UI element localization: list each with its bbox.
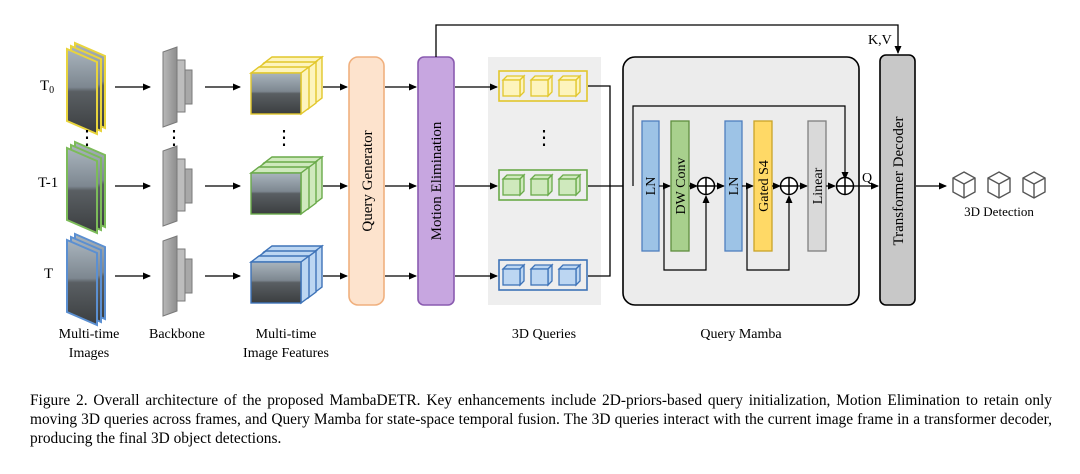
image-features-label: Multi-time bbox=[256, 327, 317, 342]
gated-s4-label: Gated S4 bbox=[757, 160, 772, 212]
ln-label: LN bbox=[644, 177, 659, 196]
frame-label-t0: T0 bbox=[40, 78, 54, 96]
image-stack-icon bbox=[66, 232, 106, 327]
queries-3d-label: 3D Queries bbox=[512, 327, 576, 342]
detection-cube-icon bbox=[987, 171, 1011, 199]
sum-node-icon bbox=[696, 176, 716, 196]
detection-cube-icon bbox=[952, 171, 976, 199]
detection-label: 3D Detection bbox=[964, 204, 1034, 219]
ellipsis-queries: ⋮ bbox=[534, 127, 554, 149]
query-cube-icon bbox=[501, 263, 526, 287]
linear-label: Linear bbox=[811, 167, 826, 204]
backbone-icon bbox=[162, 145, 193, 227]
query-generator-block bbox=[348, 56, 385, 306]
query-cube-icon bbox=[557, 74, 582, 98]
query-cube-icon bbox=[557, 263, 582, 287]
motion-elimination-label: Motion Elimination bbox=[429, 121, 445, 240]
transformer-decoder-label: Transformer Decoder bbox=[891, 117, 907, 246]
backbone-icon bbox=[162, 235, 193, 317]
dw-conv-label: DW Conv bbox=[674, 158, 689, 215]
sum-node-icon bbox=[779, 176, 799, 196]
frame-label-t: T bbox=[44, 266, 53, 282]
frame-label-t-1: T-1 bbox=[38, 175, 58, 191]
image-features-label-line2: Image Features bbox=[243, 346, 329, 361]
backbone-label: Backbone bbox=[149, 327, 205, 342]
figure-caption: Figure 2. Overall architecture of the pr… bbox=[30, 392, 1052, 447]
ln-label: LN bbox=[727, 177, 742, 196]
query-cube-icon bbox=[557, 173, 582, 197]
image-stack-icon bbox=[66, 140, 106, 235]
feature-stack-icon bbox=[248, 55, 325, 116]
ellipsis-features: ⋮ bbox=[274, 127, 294, 149]
kv-label: K,V bbox=[868, 33, 892, 48]
query-cube-icon bbox=[501, 173, 526, 197]
query-mamba-label: Query Mamba bbox=[700, 327, 782, 342]
ellipsis-backbone: ⋮ bbox=[164, 127, 184, 149]
feature-stack-icon bbox=[248, 155, 325, 216]
image-stack-icon bbox=[66, 41, 106, 136]
query-cube-icon bbox=[529, 173, 554, 197]
transformer-decoder-block bbox=[879, 54, 916, 306]
query-cube-icon bbox=[529, 74, 554, 98]
multi-time-images-label-line2: Images bbox=[69, 346, 109, 361]
q-label: Q bbox=[862, 171, 872, 186]
architecture-diagram: T0 T-1 T ⋮ ⋮ bbox=[38, 24, 1046, 361]
multi-time-images-label: Multi-time bbox=[59, 327, 120, 342]
detection-cube-icon bbox=[1022, 171, 1046, 199]
query-generator-label: Query Generator bbox=[360, 130, 376, 231]
sum-node-icon bbox=[835, 176, 855, 196]
feature-stack-icon bbox=[248, 244, 325, 305]
query-cube-icon bbox=[529, 263, 554, 287]
ellipsis-images: ⋮ bbox=[77, 127, 97, 149]
query-cube-icon bbox=[501, 74, 526, 98]
backbone-icon bbox=[162, 46, 193, 128]
